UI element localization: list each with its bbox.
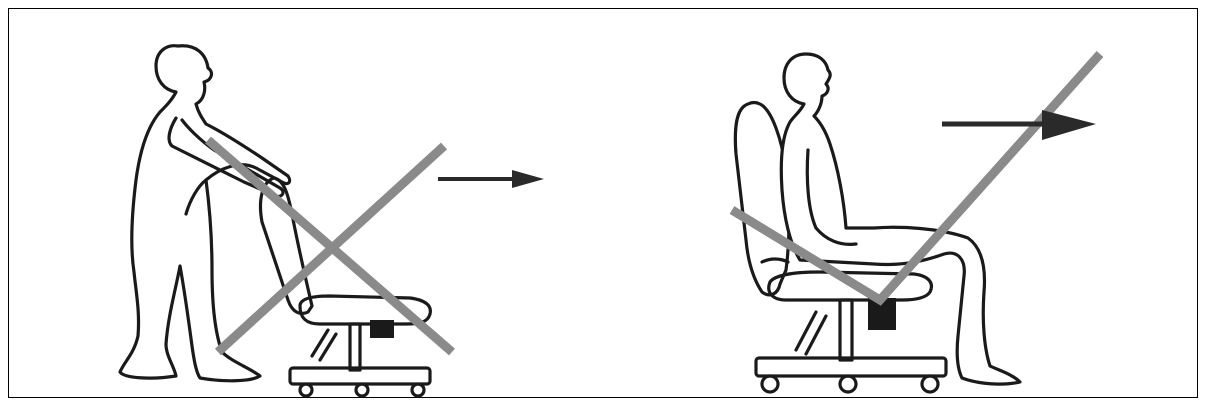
standing-person: [120, 46, 290, 381]
direction-arrow-left-panel: [438, 170, 544, 188]
cross-mark: [208, 140, 452, 352]
panel-incorrect: [120, 46, 544, 396]
panel-correct: [732, 54, 1100, 392]
direction-arrow-right-panel: [942, 110, 1096, 140]
